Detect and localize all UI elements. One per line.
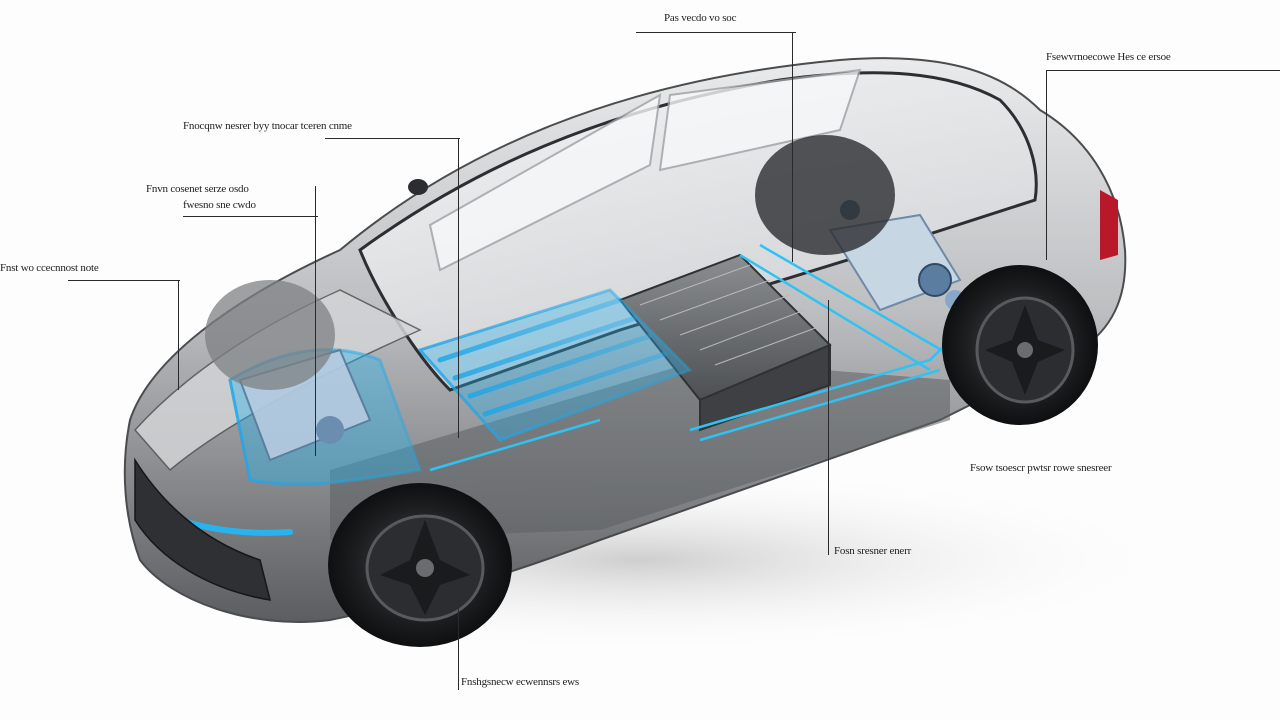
callout-top-center: Pas vecdo vo soc [664, 12, 737, 24]
front-upper-wheel [205, 280, 335, 390]
leader-top-center-h [636, 32, 796, 33]
callout-top-right: Fsewvrnoecowe Hes ce ersoe [1046, 51, 1171, 63]
leader-far-left-v [178, 280, 179, 390]
leader-left-1-v [315, 186, 316, 456]
leader-bottom-right-v [828, 300, 829, 555]
leader-far-left-h [68, 280, 180, 281]
callout-bottom-right: Fosn sresner enerr [834, 545, 912, 557]
rear-window [658, 68, 862, 172]
leader-left-1-h [183, 216, 318, 217]
leader-upper-left-h [325, 138, 460, 139]
chassis-floor [330, 360, 950, 540]
side-mirror [408, 179, 428, 195]
callout-bottom-center: Fnshgsnecw ecwennsrs ews [461, 676, 580, 688]
rear-upper-wheel [755, 135, 895, 255]
rear-wheel [942, 265, 1098, 425]
front-window [428, 93, 662, 272]
taillight [1100, 190, 1118, 260]
callout-right-middle: Fsow tsoescr pwtsr rowe snesreer [970, 462, 1112, 474]
leader-top-center-v [792, 32, 793, 262]
leader-upper-left-v [458, 138, 459, 438]
leader-bottom-center-v [458, 600, 459, 690]
leader-top-right-h [1046, 70, 1280, 71]
callout-left-1-line-2: fwesno sne cwdo [183, 199, 256, 211]
callout-far-left: Fnst wo ccecnnost note [0, 262, 99, 274]
callout-left-1-line-1: Fnvn cosenet serze osdo [146, 183, 249, 195]
front-wheel [328, 483, 512, 647]
front-grille [134, 457, 272, 601]
leader-top-right-v [1046, 70, 1047, 260]
battery-pack [618, 253, 832, 432]
callout-upper-left: Fnocqnw nesrer byy tnocar tceren cnme [183, 120, 352, 132]
